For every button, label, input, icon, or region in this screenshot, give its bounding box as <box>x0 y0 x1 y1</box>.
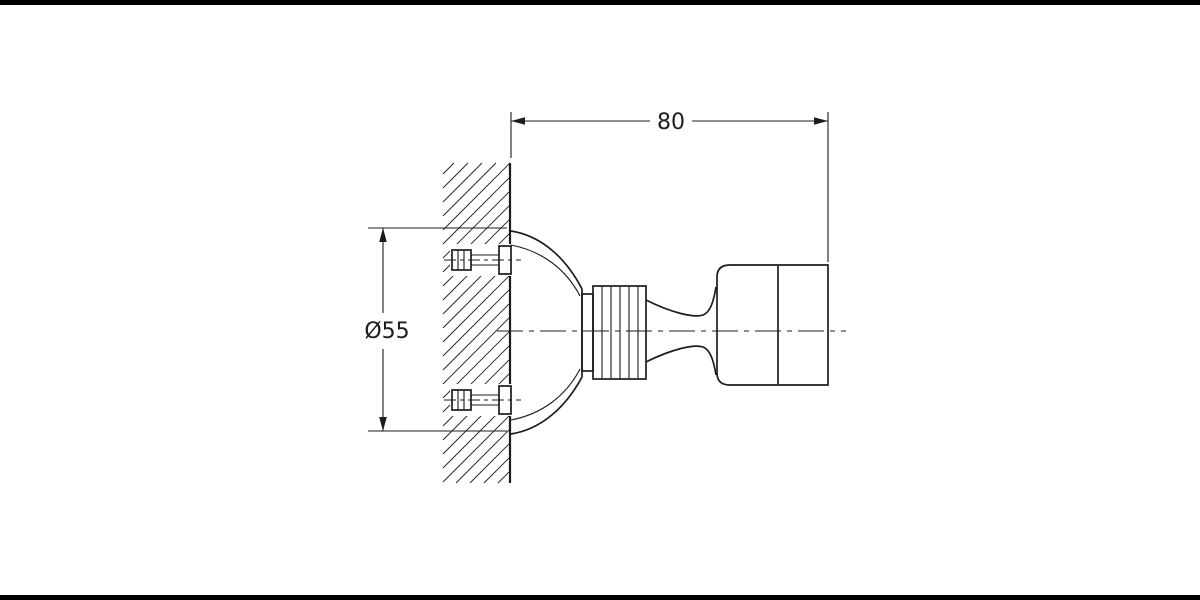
mounting-screw-top <box>444 244 521 276</box>
dimension-diameter: Ø55 <box>364 227 507 432</box>
hatch-line <box>442 162 469 189</box>
hatch-line <box>442 162 497 217</box>
escutcheon-inner-contour-top <box>510 244 581 297</box>
arrowhead-top <box>379 228 387 242</box>
handle-outline <box>716 264 829 386</box>
top-border <box>0 0 1200 5</box>
hatch-line <box>497 470 511 484</box>
screw-head <box>451 249 472 271</box>
hatch-line <box>442 176 511 245</box>
bottom-border <box>0 595 1200 600</box>
wall-hatch <box>442 162 511 484</box>
escutcheon-outline-top <box>510 230 583 290</box>
hatch-line <box>442 316 511 385</box>
stem-outline-top <box>645 286 717 317</box>
hatch-line <box>483 456 511 484</box>
escutcheon-outline-bottom <box>510 376 583 435</box>
hatch-line <box>442 414 511 483</box>
hatch-line <box>442 162 455 175</box>
dimension-width: 80 <box>510 110 829 262</box>
dimension-diameter-label: Ø55 <box>364 319 409 344</box>
screw-washer <box>498 385 512 415</box>
hatch-line <box>442 288 511 357</box>
stem-outline-bottom <box>645 345 717 376</box>
arrowhead-bottom <box>379 417 387 431</box>
hatch-line <box>442 302 511 371</box>
dimension-width-label: 80 <box>657 110 685 135</box>
hatch-line <box>455 428 511 484</box>
escutcheon-inner-contour-bottom <box>510 368 581 421</box>
hatch-line <box>469 442 511 484</box>
valve-escutcheon <box>510 230 583 435</box>
hatch-line <box>442 274 511 343</box>
nut-collar <box>581 293 594 372</box>
arrowhead-right <box>814 117 828 125</box>
handle <box>716 264 829 386</box>
packing-nut <box>581 285 647 380</box>
hatch-line <box>442 162 511 231</box>
screw-washer <box>498 245 512 275</box>
mounting-screw-bottom <box>444 384 521 416</box>
valve-stem <box>645 286 717 376</box>
hatch-line <box>442 162 483 203</box>
screw-head <box>451 389 472 411</box>
arrowhead-left <box>511 117 525 125</box>
